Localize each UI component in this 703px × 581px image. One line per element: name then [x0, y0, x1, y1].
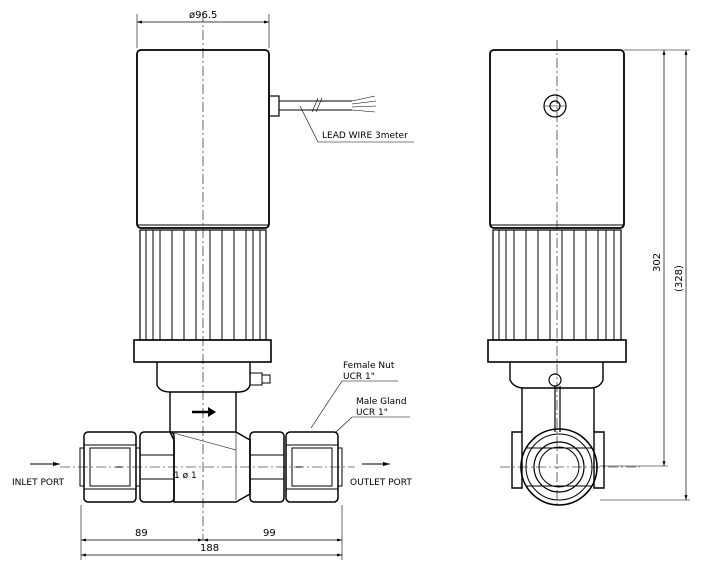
body-marking: 1 ø 1 [174, 471, 197, 481]
male-gland-label: Male Gland [356, 397, 407, 407]
outlet-port-label: OUTLET PORT [350, 478, 412, 488]
dim-inlet-length: 89 [135, 528, 148, 539]
front-view: 1 ø 1 LEAD WIRE 3me [12, 10, 414, 560]
dim-outlet-length: 99 [263, 528, 276, 539]
male-gland-size: UCR 1" [356, 408, 388, 418]
side-view: 302 (328) [487, 40, 690, 506]
dim-height-ref: (328) [674, 265, 685, 292]
female-nut-label: Female Nut [343, 361, 395, 371]
dim-overall-length: 188 [200, 543, 219, 554]
lead-wire: LEAD WIRE 3meter [268, 95, 414, 143]
lead-wire-label: LEAD WIRE 3meter [322, 131, 408, 141]
inlet-port-label: INLET PORT [12, 478, 65, 488]
dim-diameter: ø96.5 [189, 10, 217, 21]
actuator-base [133, 339, 272, 363]
dim-height: 302 [652, 253, 663, 272]
female-nut-size: UCR 1" [343, 372, 375, 382]
